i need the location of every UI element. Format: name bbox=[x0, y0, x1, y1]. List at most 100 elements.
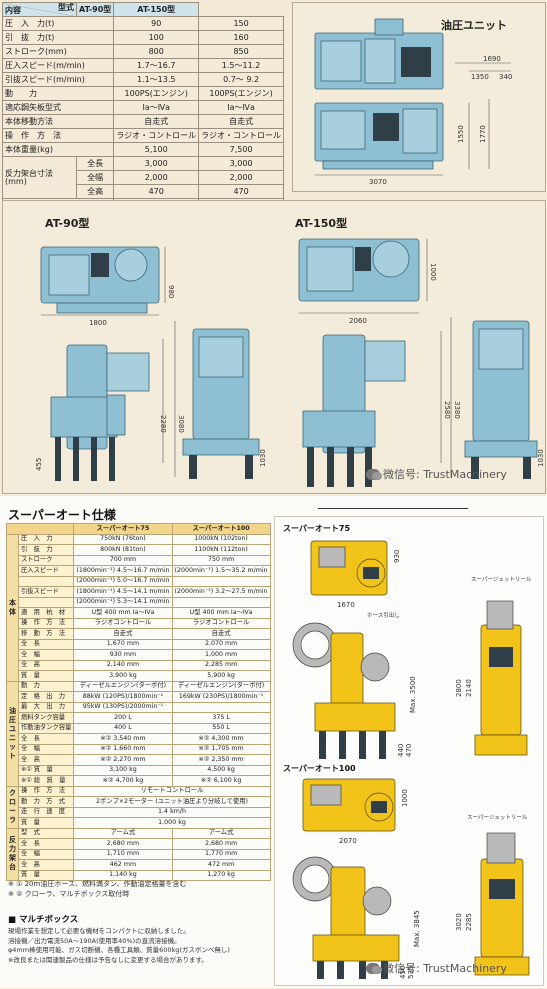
value-super75: 200 L bbox=[73, 712, 173, 724]
header-at90: AT-90型 bbox=[75, 2, 115, 17]
value-at150: 7,500 bbox=[198, 142, 284, 157]
value-super75: 3,100 kg bbox=[73, 764, 173, 776]
super100-dim-h1: 3020 bbox=[455, 913, 463, 931]
row-label: 圧入スピード bbox=[17, 565, 75, 577]
row-label: 移 動 方 法 bbox=[17, 628, 75, 640]
at-machines-drawing: 1800 980 3080 2280 455 1030 2060 1000 33… bbox=[35, 238, 545, 487]
at150-front-view bbox=[464, 320, 538, 479]
header-at150: AT-150型 bbox=[113, 2, 200, 17]
watermark-bottom: 微信号: TrustMachinery bbox=[366, 960, 507, 976]
dim-1350: 1350 bbox=[471, 73, 489, 81]
hydraulic-top-view bbox=[314, 18, 444, 90]
row-label: 全 高 bbox=[17, 754, 75, 766]
value-super100: ディーゼルエンジン(ターボ付) bbox=[171, 680, 271, 692]
value-super100: 2,070 mm bbox=[171, 638, 271, 650]
dim-3070: 3070 bbox=[369, 178, 387, 186]
row-label: 引抜スピード(m/min) bbox=[1, 72, 115, 87]
value-super100: 550 L bbox=[171, 722, 271, 734]
row-label: 走 行 速 度 bbox=[17, 806, 75, 818]
super-auto-diagrams: スーパーオート75 bbox=[274, 516, 544, 986]
at150-dim-h3: 1030 bbox=[537, 449, 545, 467]
value-super100: 5,900 kg bbox=[171, 670, 271, 682]
value-super100 bbox=[171, 596, 271, 608]
value-at90: 100PS(エンジン) bbox=[113, 86, 200, 101]
spec-notes: ※ ① 20m油圧ホース、燃料満タン、作動油定格量を含む ※ ② クローラ、マル… bbox=[8, 880, 187, 898]
value-super100: 750 mm bbox=[171, 554, 271, 566]
header-super75: スーパーオート75 bbox=[73, 523, 173, 535]
table-row: 操 作 方 法ラジオ・コントロールラジオ・コントロール bbox=[1, 128, 284, 143]
value-super75: 3,900 kg bbox=[73, 670, 173, 682]
value-at90: 470 bbox=[113, 184, 200, 199]
row-label: 操 作 方 法 bbox=[17, 617, 75, 629]
value-at90: 1.7～16.7 bbox=[113, 58, 200, 73]
watermark-top: 微信号: TrustMachinery bbox=[366, 466, 507, 482]
row-label: 適応鋼矢板型式 bbox=[1, 100, 115, 115]
value-at150: 160 bbox=[198, 30, 284, 45]
row-label: 定 格 出 力 bbox=[17, 691, 75, 703]
value-shared: 1.4 km/h bbox=[73, 806, 271, 818]
row-label: 動 力 bbox=[1, 86, 115, 101]
at90-label: AT-90型 bbox=[45, 217, 90, 230]
at150-side-view bbox=[302, 334, 406, 487]
value-super75: 1,710 mm bbox=[73, 848, 173, 860]
value-super100 bbox=[171, 701, 271, 713]
value-at150: 470 bbox=[198, 184, 284, 199]
value-super75: 95kW (130PS)/2000min⁻¹ bbox=[73, 701, 173, 713]
value-super75: U型 400 mm Ⅰa～Ⅳa bbox=[73, 607, 173, 619]
table-row: 引抜スピード(1800min⁻¹) 4.5～14.1 m/min(2000min… bbox=[7, 586, 271, 598]
value-super100: 375 L bbox=[171, 712, 271, 724]
value-super100: 1,000 mm bbox=[171, 649, 271, 661]
row-label: 引 抜 力(t) bbox=[1, 30, 115, 45]
value-at150: 100PS(エンジン) bbox=[198, 86, 284, 101]
value-super100: 2,285 mm bbox=[171, 659, 271, 671]
at90-dim-w: 1800 bbox=[89, 319, 107, 327]
table-row: 操 作 方 法ラジオコントロールラジオコントロール bbox=[7, 617, 271, 629]
at90-dim-d: 980 bbox=[167, 285, 175, 298]
value-super75: ※② 3,540 mm bbox=[73, 733, 173, 745]
dim-340: 340 bbox=[499, 73, 512, 81]
value-at150: 1.5～11.2 bbox=[198, 58, 284, 73]
at150-dim-d: 1000 bbox=[429, 263, 437, 281]
at150-label: AT-150型 bbox=[295, 217, 348, 230]
value-super100: 1,270 kg bbox=[171, 869, 271, 881]
value-at150: 2,000 bbox=[198, 170, 284, 185]
hydraulic-unit-panel: 油圧ユニット 3070 1690 1350 340 1550 bbox=[292, 2, 546, 192]
value-super100: 1,770 mm bbox=[171, 848, 271, 860]
value-super75: 400 L bbox=[73, 722, 173, 734]
super75-dim-h3: 440 bbox=[397, 744, 405, 757]
row-label: 引 抜 力 bbox=[17, 544, 75, 556]
super100-top-view bbox=[302, 778, 396, 832]
value-super100: 4,500 kg bbox=[171, 764, 271, 776]
value-super100: ※② 6,100 kg bbox=[171, 775, 271, 787]
value-super75: 800kN (81ton) bbox=[73, 544, 173, 556]
super100-dim-max: Max. 3845 bbox=[413, 910, 421, 947]
super75-top-view bbox=[310, 540, 388, 596]
table-row: 圧入スピード(1800min⁻¹) 4.5～16.7 m/min(2000min… bbox=[7, 565, 271, 577]
value-super100: 1100kN (112ton) bbox=[171, 544, 271, 556]
table-row: (2000min⁻¹) 5.3～14.1 m/min bbox=[7, 596, 271, 608]
row-label: 引抜スピード bbox=[17, 586, 75, 598]
value-super100: (2000min⁻¹) 1.5～35.2 m/min bbox=[171, 565, 271, 577]
super75-dim-d: 930 bbox=[393, 550, 401, 563]
row-label: 全幅 bbox=[75, 170, 115, 185]
row-label: 最 大 出 力 bbox=[17, 701, 75, 713]
row-label: 操 作 方 法 bbox=[17, 785, 75, 797]
multibox-description: 現場作業を想定して必要な機材をコンパクトに収納しました。 溶接機／出力電流50A… bbox=[8, 927, 230, 964]
super75-hose: ホース引出し bbox=[367, 611, 400, 619]
value-at150: 150 bbox=[198, 16, 284, 31]
table-row: ※① 総 質 量※② 4,700 kg※② 6,100 kg bbox=[7, 775, 271, 787]
row-label: 全 幅 bbox=[17, 649, 75, 661]
